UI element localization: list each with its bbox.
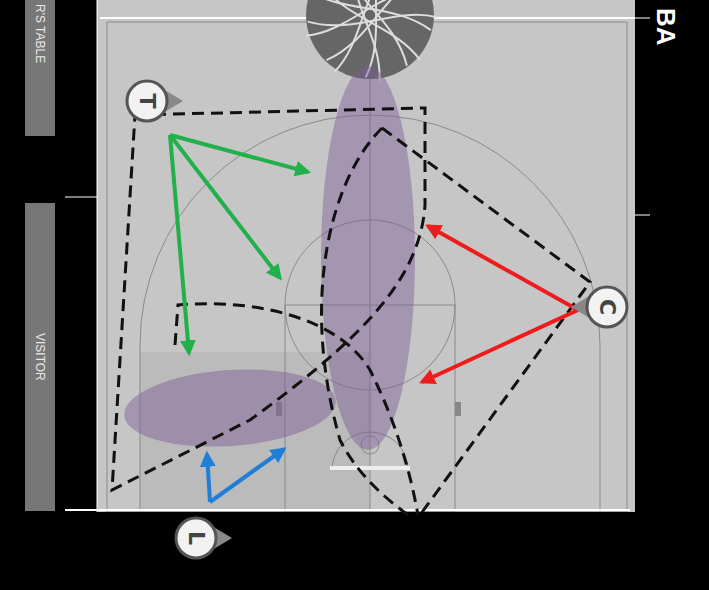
referee-marker: C bbox=[585, 285, 629, 329]
referee-letter: T bbox=[136, 93, 158, 108]
referee-marker: L bbox=[174, 516, 218, 560]
coverage-zone bbox=[122, 363, 339, 454]
referee-marker: T bbox=[125, 79, 169, 123]
lead-area bbox=[175, 304, 418, 515]
referee-letter: L bbox=[185, 531, 207, 545]
referee-letter: C bbox=[596, 299, 618, 315]
bar-label: VISITOR bbox=[33, 333, 47, 381]
bar-label: R'S TABLE bbox=[33, 4, 47, 63]
visitor-bar bbox=[25, 203, 55, 511]
trail-area bbox=[112, 108, 425, 490]
center-area bbox=[322, 128, 590, 515]
logo-text: BA bbox=[650, 8, 681, 46]
table-bar bbox=[25, 0, 55, 136]
coverage-zone bbox=[321, 66, 415, 450]
